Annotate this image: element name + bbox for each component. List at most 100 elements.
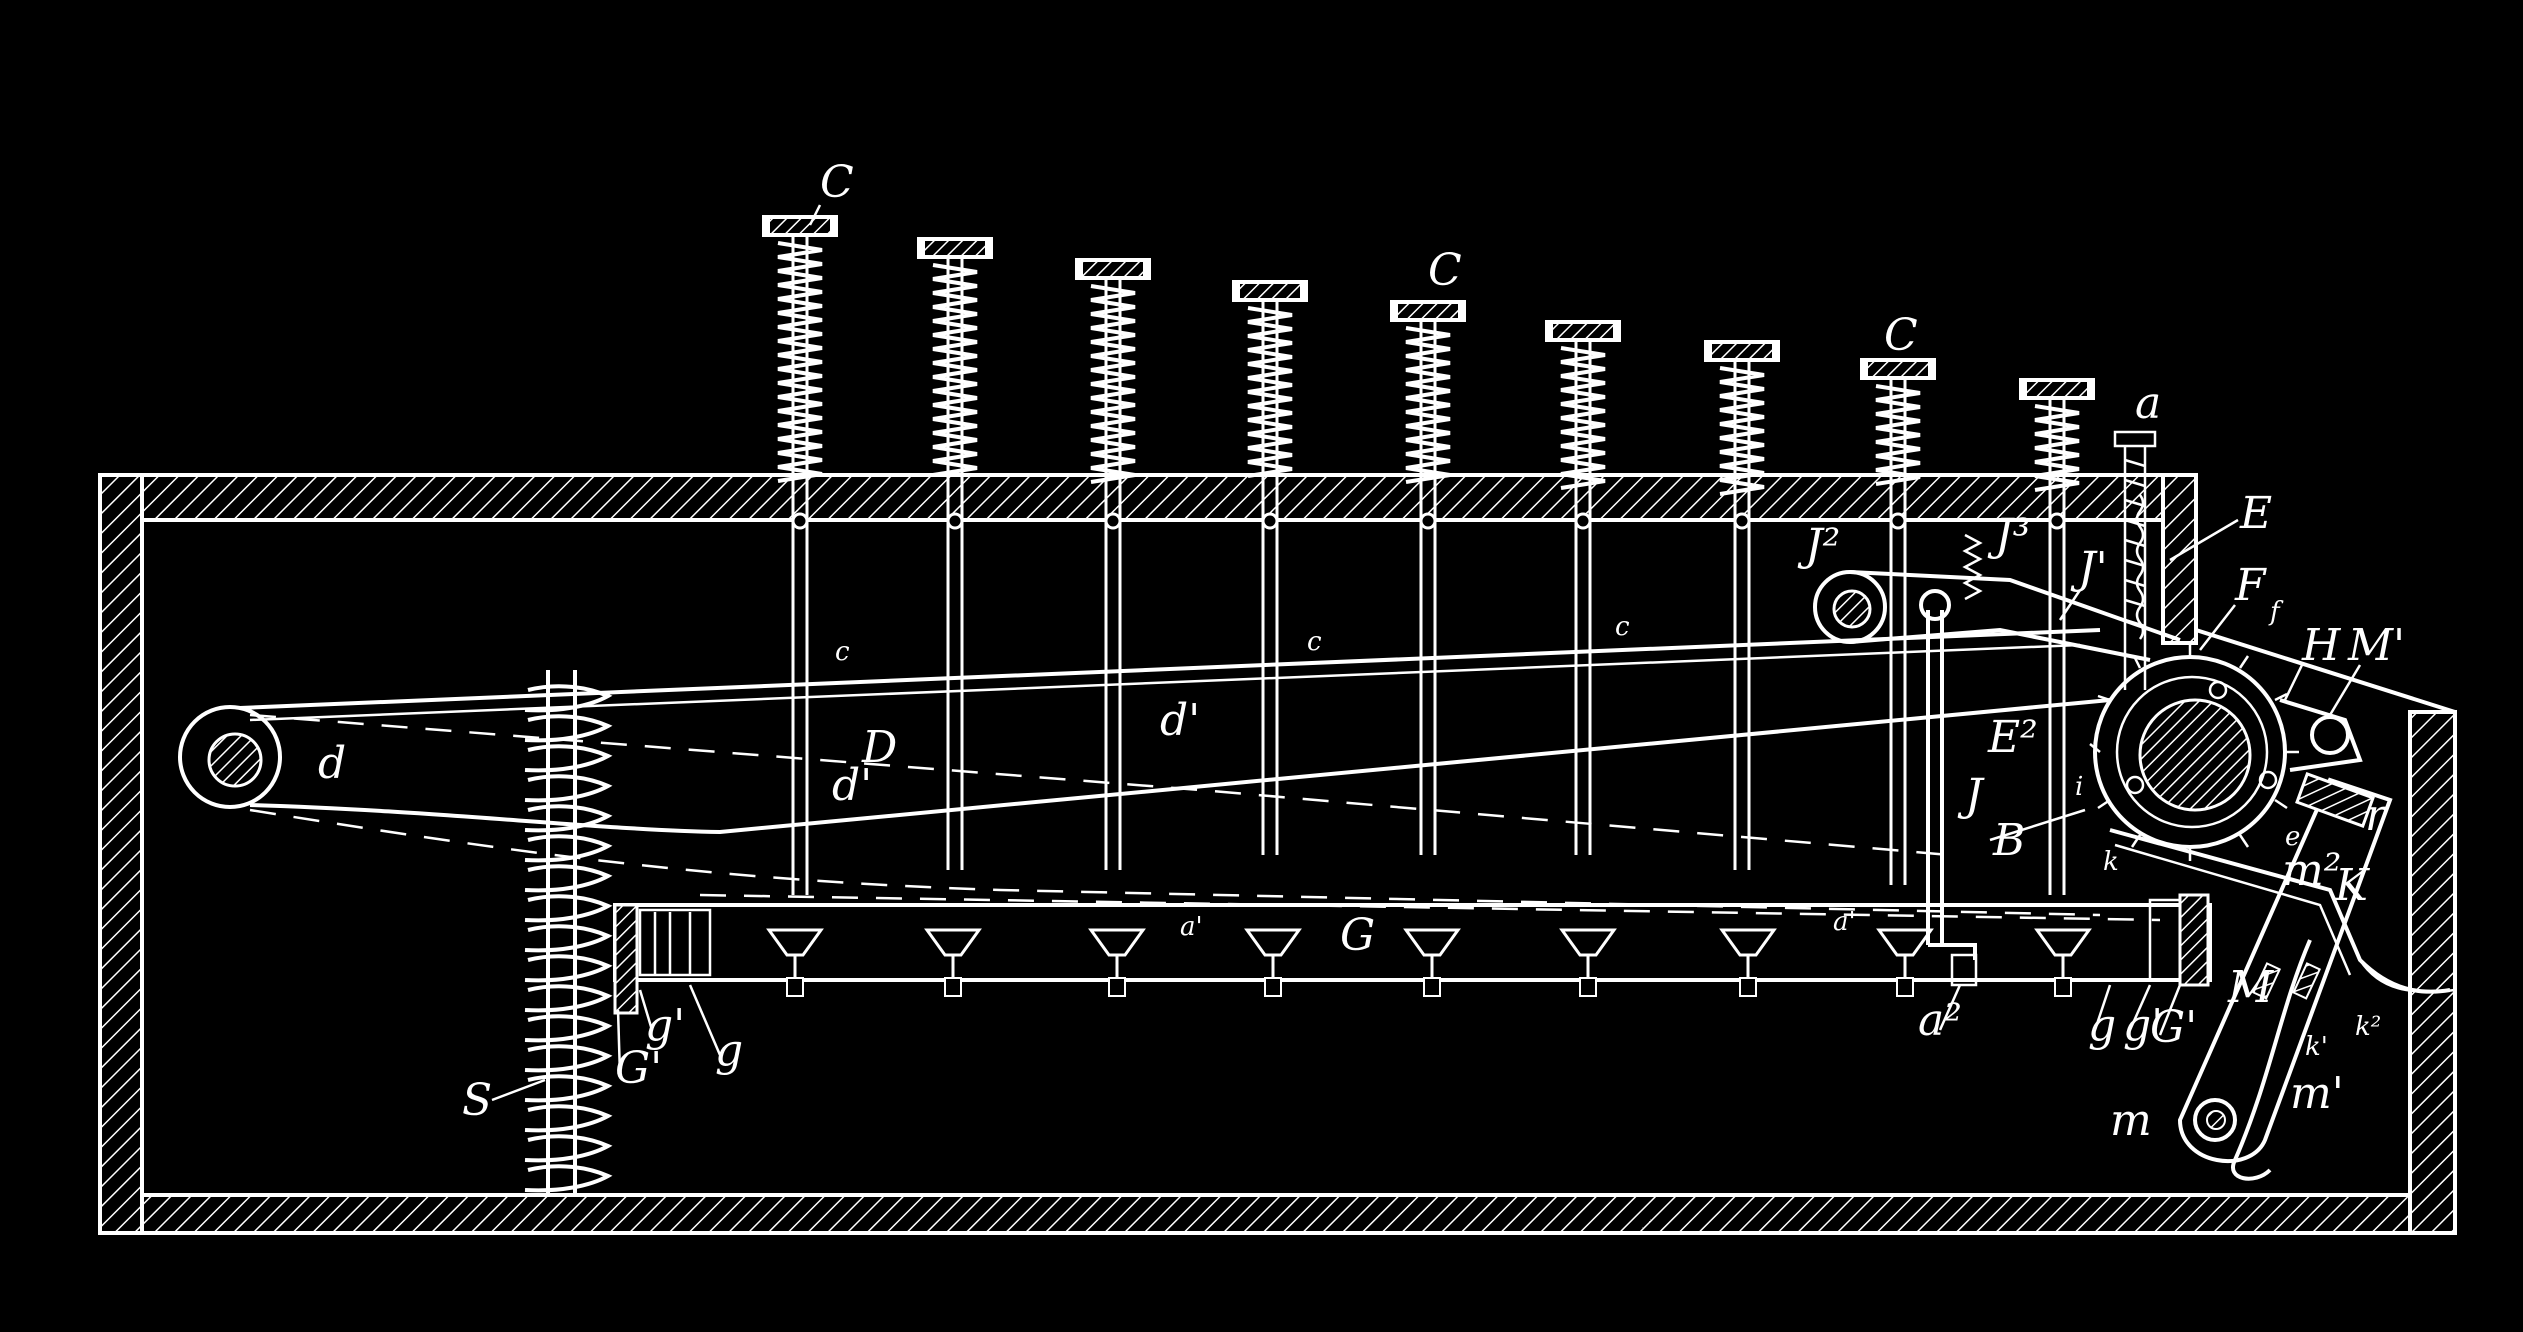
pin-9 <box>2034 928 2092 997</box>
spring-S-coil <box>524 984 613 1013</box>
reference-labels: C C C a E F f H M' J² J³ J' J c c c d D … <box>318 157 2405 1146</box>
leader-E <box>2169 518 2239 562</box>
pin-foot <box>2054 977 2072 997</box>
case-left-wall <box>98 473 144 1235</box>
key-stem-6 <box>1545 320 1621 855</box>
key-cap-hatch <box>1083 262 1143 276</box>
ratchet-pin-1 <box>2208 680 2228 700</box>
key-cap-hatch <box>1398 304 1458 318</box>
ratchet-wheel <box>2089 643 2363 861</box>
lever-D-lower-edge <box>249 698 2111 835</box>
pivot-d-shaft <box>207 732 263 788</box>
leader-g1-left <box>638 989 654 1031</box>
lever-M-body <box>2177 777 2393 1163</box>
label-M1: M' <box>2347 620 2405 671</box>
label-c2: c <box>1307 627 1322 657</box>
label-G: G <box>1340 910 1375 961</box>
key-stem-7 <box>1704 340 1780 870</box>
leader-G1-left <box>616 1009 622 1076</box>
lever-D <box>178 628 2111 917</box>
key-cap-hatch <box>1240 284 1300 298</box>
leader-F <box>2199 604 2236 651</box>
leader-M1 <box>2328 664 2362 716</box>
label-d1b: d' <box>832 760 872 811</box>
rack-a <box>2123 446 2147 690</box>
bar-G-right-block <box>2178 893 2210 987</box>
label-a2: a² <box>1918 995 1962 1046</box>
spring-S-coil <box>524 894 613 923</box>
label-a1a: a' <box>1180 912 1203 942</box>
label-d: d <box>318 738 346 789</box>
label-a: a <box>2135 378 2161 429</box>
label-g1-right: g' <box>2123 1000 2163 1051</box>
key-coil <box>1560 346 1606 490</box>
key-cap-hatch <box>2027 382 2087 396</box>
label-e: e <box>2285 822 2300 852</box>
key-pin <box>1419 512 1437 530</box>
pin-8 <box>1876 928 1934 997</box>
block-k2 <box>2292 962 2322 1000</box>
label-J1: J' <box>2070 543 2108 594</box>
key-cap-hatch <box>1868 362 1928 376</box>
label-D: D <box>861 722 897 773</box>
label-f: f <box>2268 597 2284 627</box>
leader-B <box>1989 808 2086 842</box>
label-C-top: C <box>820 157 854 208</box>
spring-S-coil <box>524 1074 613 1103</box>
spring-S-coil <box>524 1014 613 1043</box>
key-cap-hatch <box>1553 324 1613 338</box>
pivot-J-small <box>1919 589 1951 621</box>
arm-J1 <box>1849 570 2181 662</box>
rack-a-teeth <box>2124 458 2146 628</box>
pawl-H <box>2279 698 2363 772</box>
label-J: J <box>1957 770 1985 821</box>
label-c1: c <box>835 637 850 667</box>
label-S: S <box>462 1075 492 1126</box>
spring-S-coil <box>524 864 613 893</box>
case <box>98 473 2457 1235</box>
key-coil <box>2034 404 2080 492</box>
key-pin <box>2048 512 2066 530</box>
pawl-H-pivot <box>2310 715 2350 755</box>
spring-S-coil <box>524 1104 613 1133</box>
pin-foot <box>1423 977 1441 997</box>
key-stem-8 <box>1860 358 1936 885</box>
key-stem-4 <box>1232 280 1308 855</box>
spring-S-coil <box>524 1044 613 1073</box>
spring-S-coil <box>524 774 613 803</box>
key-coil <box>777 241 823 483</box>
key-stem-9 <box>2019 378 2095 895</box>
pin-6 <box>1559 928 1617 997</box>
leader-C-top <box>808 204 822 226</box>
ratchet-pin-3 <box>2125 775 2145 795</box>
ratchet-ring <box>2115 675 2269 829</box>
pin-head <box>1719 928 1777 957</box>
pivot-d <box>178 705 282 809</box>
label-c3: c <box>1615 612 1630 642</box>
key-coil <box>1090 284 1136 484</box>
nut-a2 <box>1950 953 1978 987</box>
spring-S-coils <box>524 684 613 1193</box>
block-r <box>2295 772 2375 828</box>
pin-2 <box>924 928 982 997</box>
label-k: k <box>2103 847 2119 877</box>
pin-foot <box>1739 977 1757 997</box>
leader-lines <box>491 204 2362 1102</box>
pin-head <box>924 928 982 957</box>
label-H: H <box>2301 620 2342 671</box>
spring-S <box>524 670 613 1195</box>
pivot-J2-shaft <box>1832 589 1872 629</box>
pin-head <box>2034 928 2092 957</box>
key-pin <box>1889 512 1907 530</box>
label-m: m <box>2110 1095 2152 1146</box>
lever-d1-dashed <box>249 808 2101 917</box>
key-stem-3 <box>1075 258 1151 870</box>
spring-S-coil <box>524 834 613 863</box>
pivot-m-shaft <box>2206 1110 2226 1130</box>
pin-head <box>1876 928 1934 957</box>
key-cap-hatch <box>770 219 830 233</box>
rack-a-top <box>2113 430 2157 448</box>
key-pin <box>946 512 964 530</box>
label-r: r <box>2365 790 2389 841</box>
wire-right <box>2358 959 2456 993</box>
